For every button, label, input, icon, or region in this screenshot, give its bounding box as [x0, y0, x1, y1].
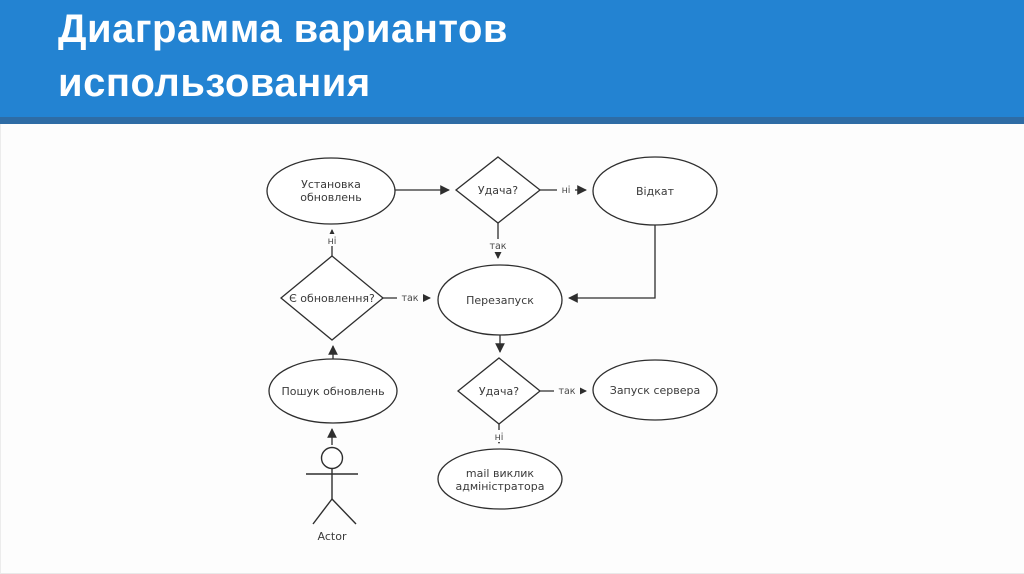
node-install-updates-label1: Установка — [301, 178, 361, 191]
actor-leg-left — [312, 498, 333, 525]
node-install-updates-label2: обновлень — [300, 191, 361, 204]
node-success-bottom-label: Удача? — [479, 385, 519, 398]
edge-label-bg — [491, 430, 508, 442]
actor-leg-right — [331, 498, 357, 525]
node-mail-admin-label1: mail виклик — [466, 467, 535, 480]
node-mail-admin — [437, 448, 563, 510]
edge-label-yes-mid: так — [401, 293, 418, 304]
edge-label-yes-bottom: так — [558, 386, 575, 397]
node-search-updates-label: Пошук обновлень — [281, 385, 384, 398]
node-install-updates — [266, 157, 396, 225]
node-has-update-label: Є обновлення? — [289, 292, 375, 305]
edge-label-bg — [554, 384, 580, 397]
slide-title-line2: использования — [58, 61, 371, 105]
node-has-update — [279, 255, 385, 341]
slide-title: Диаграмма вариантов использования — [58, 2, 508, 110]
slide-header: Диаграмма вариантов использования — [0, 0, 1024, 117]
slide-title-line1: Диаграмма вариантов — [58, 7, 509, 51]
node-success-bottom — [456, 357, 542, 425]
edge-label-bg — [397, 291, 423, 304]
node-mail-admin-label2: адміністратора — [456, 480, 545, 493]
header-accent-bar — [0, 117, 1024, 124]
edge-label-yes-top: так — [489, 241, 506, 252]
node-success-top — [454, 156, 542, 224]
node-search-updates — [268, 358, 398, 424]
node-start-server-label: Запуск сервера — [610, 384, 700, 397]
edge-label-no-top: ні — [562, 185, 571, 196]
actor-figure — [306, 446, 358, 525]
node-restart — [437, 264, 563, 336]
edge-label-bg — [557, 183, 575, 196]
edge-label-no-left: ні — [328, 236, 337, 247]
node-success-top-label: Удача? — [478, 184, 518, 197]
node-rollback — [592, 156, 718, 226]
actor-label: Actor — [318, 530, 347, 543]
edge-rollback-to-restart — [568, 225, 656, 303]
edge-label-bg — [324, 234, 341, 246]
actor-head — [320, 446, 344, 470]
edge-label-bg — [486, 239, 511, 252]
flowchart-diagram: ні так ні так так ні Установка обновлень… — [266, 156, 718, 543]
node-start-server — [592, 359, 718, 421]
node-rollback-label: Відкат — [636, 185, 675, 198]
edge-label-no-bottom: ні — [495, 432, 504, 443]
node-restart-label: Перезапуск — [466, 294, 534, 307]
